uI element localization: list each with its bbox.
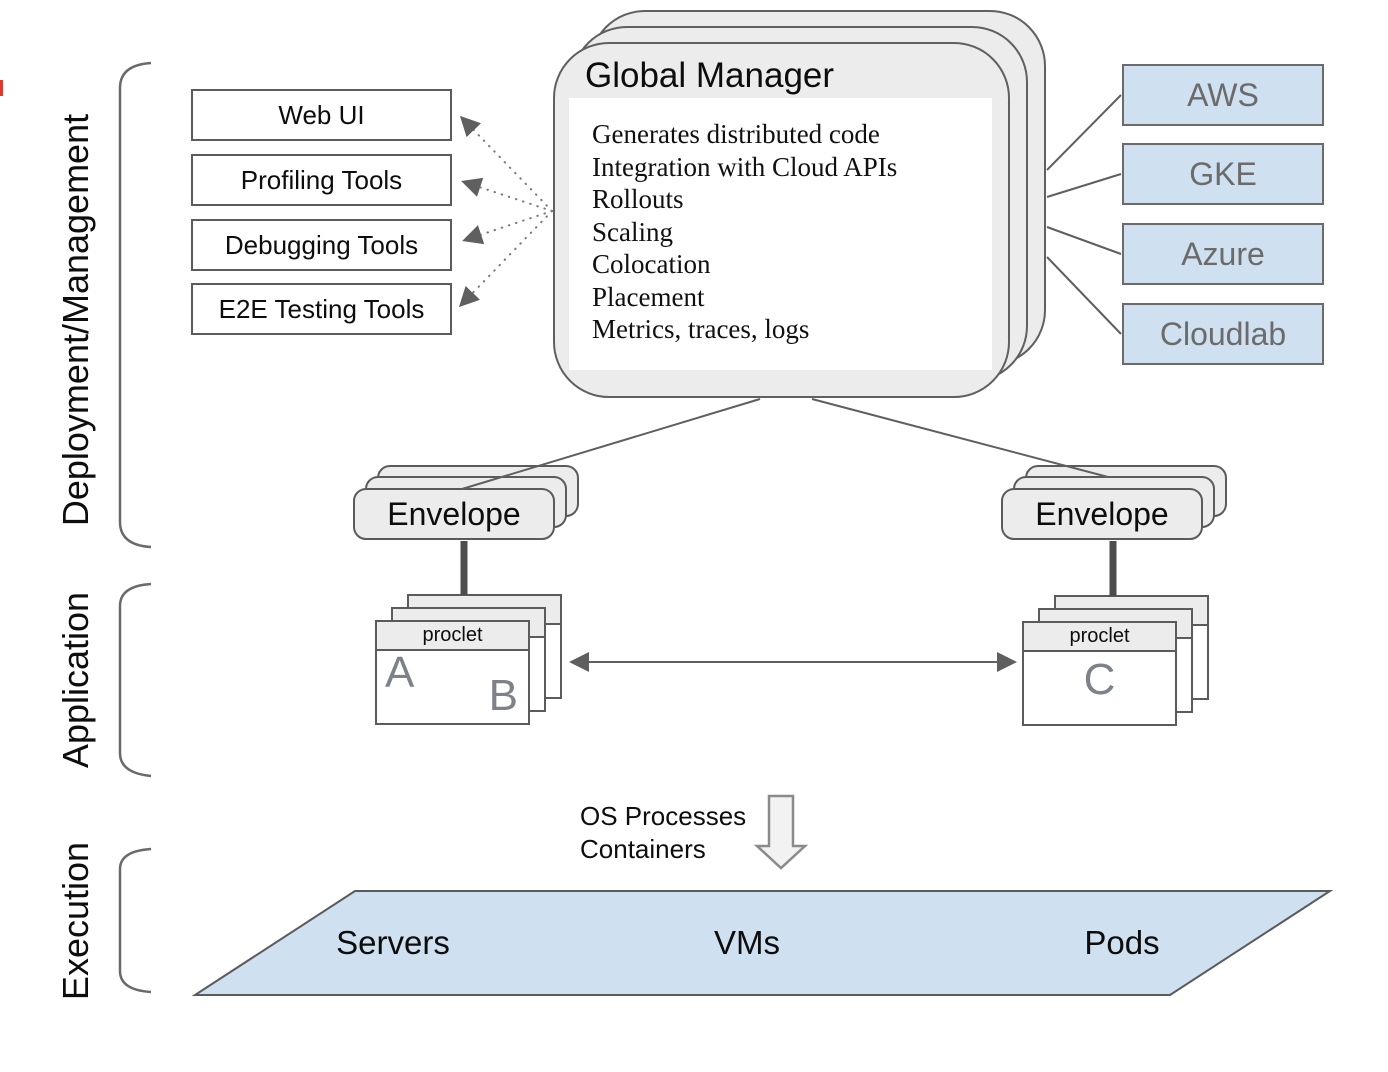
tool-box-e2e-testing: E2E Testing Tools xyxy=(191,283,452,335)
platform-label-servers: Servers xyxy=(336,924,450,961)
tool-box-web-ui: Web UI xyxy=(191,89,452,141)
cloud-box-azure: Azure xyxy=(1122,223,1324,285)
bracket-execution xyxy=(118,847,152,994)
bracket-application xyxy=(118,582,152,778)
bracket-deployment xyxy=(118,61,152,549)
envelope-left-card-front: Envelope xyxy=(353,488,555,540)
envelope-label: Envelope xyxy=(1035,495,1169,532)
proclet-header: proclet xyxy=(377,622,528,651)
gm-feature: Integration with Cloud APIs xyxy=(592,151,898,182)
dotted-arrow-to-web-ui xyxy=(459,115,553,212)
tool-label: E2E Testing Tools xyxy=(218,293,425,324)
runtime-note: OS Processes Containers xyxy=(580,800,746,866)
red-edge-mark xyxy=(0,80,3,96)
global-manager-feature-list: Generates distributed code Integration w… xyxy=(592,118,984,346)
global-manager-card-front: Global Manager Generates distributed cod… xyxy=(553,42,1010,398)
envelope-right-card-front: Envelope xyxy=(1001,488,1203,540)
dotted-arrow-to-profiling xyxy=(461,177,553,212)
cloud-label: GKE xyxy=(1189,155,1257,192)
gm-feature: Rollouts xyxy=(592,184,684,214)
proclet-header: proclet xyxy=(1024,623,1175,652)
gm-feature: Placement xyxy=(592,281,705,312)
proclet-right-card-front: proclet C xyxy=(1022,621,1177,726)
runtime-note-line1: OS Processes xyxy=(580,801,747,831)
cloud-box-cloudlab: Cloudlab xyxy=(1122,303,1324,365)
dotted-arrow-to-debugging xyxy=(462,210,553,245)
cloud-label: Cloudlab xyxy=(1159,315,1287,352)
runtime-note-line2: Containers xyxy=(580,834,706,864)
line-gm-to-aws xyxy=(1046,94,1122,171)
line-gm-to-gke xyxy=(1046,173,1122,198)
platform-label-pods: Pods xyxy=(1084,924,1160,961)
global-manager-feature-panel: Generates distributed code Integration w… xyxy=(569,98,992,370)
proclet-left-card-front: proclet A B xyxy=(375,620,530,725)
cloud-label: Azure xyxy=(1181,235,1265,272)
tool-label: Profiling Tools xyxy=(240,164,403,195)
tool-label: Debugging Tools xyxy=(224,229,419,260)
line-gm-to-cloudlab xyxy=(1046,256,1122,335)
section-label-deployment-management: Deployment/Management xyxy=(55,113,96,527)
section-label-execution: Execution xyxy=(55,841,96,1001)
gm-feature: Colocation xyxy=(592,249,711,279)
global-manager-title: Global Manager xyxy=(585,56,835,95)
proclet-letter-c: C xyxy=(1083,655,1116,704)
down-block-arrow-icon xyxy=(753,794,809,870)
gm-feature: Scaling xyxy=(592,216,673,247)
tool-box-profiling: Profiling Tools xyxy=(191,154,452,206)
tool-label: Web UI xyxy=(278,99,365,130)
proclet-letter-b: B xyxy=(488,671,518,720)
envelope-label: Envelope xyxy=(387,495,521,532)
cloud-box-aws: AWS xyxy=(1122,64,1324,126)
dotted-arrow-to-e2e xyxy=(458,210,553,308)
gm-feature: Metrics, traces, logs xyxy=(592,314,810,344)
cloud-box-gke: GKE xyxy=(1122,143,1324,205)
line-gm-to-azure xyxy=(1046,226,1122,255)
gm-feature: Generates distributed code xyxy=(592,119,880,149)
section-label-application: Application xyxy=(55,591,96,769)
tool-box-debugging: Debugging Tools xyxy=(191,219,452,271)
proclet-letter-a: A xyxy=(385,648,415,697)
platform-label-vms: VMs xyxy=(714,924,780,961)
cloud-label: AWS xyxy=(1187,76,1259,113)
